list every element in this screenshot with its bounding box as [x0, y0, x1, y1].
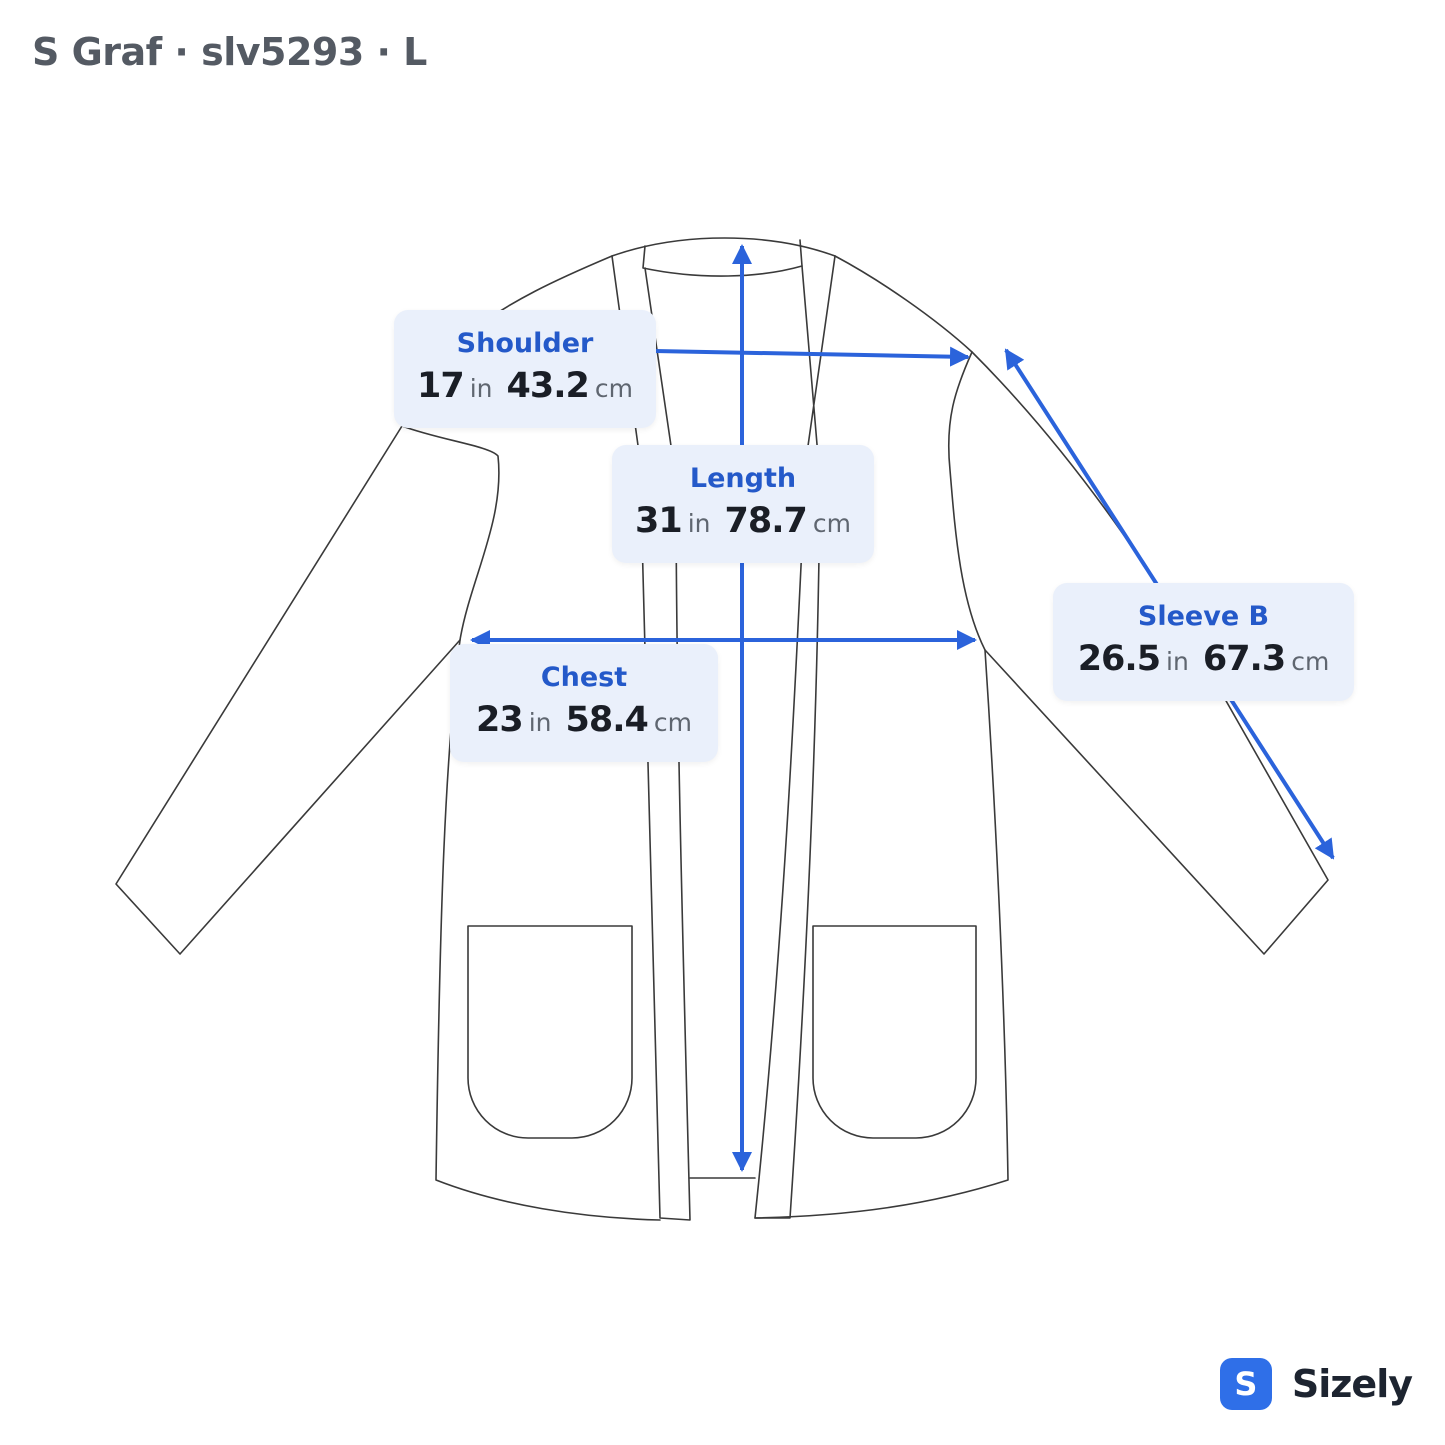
- inch-unit: in: [1166, 647, 1189, 676]
- shoulder-arrow: [654, 346, 970, 367]
- left-pocket: [467, 925, 633, 1139]
- length-inches: 31: [635, 501, 683, 541]
- collar-outline: [611, 237, 836, 257]
- cm-unit: cm: [1291, 647, 1330, 676]
- shoulder-label-name: Shoulder: [456, 328, 594, 359]
- right-pocket: [812, 925, 977, 1139]
- chest-inches: 23: [476, 700, 524, 740]
- page-title: S Graf · slv5293 · L: [32, 30, 427, 74]
- inch-unit: in: [528, 708, 552, 737]
- sleeve-cm: 67.3: [1202, 639, 1286, 679]
- cm-unit: cm: [653, 708, 692, 737]
- shoulder-inches: 17: [417, 366, 465, 406]
- cm-unit: cm: [812, 509, 851, 538]
- brand-name: Sizely: [1291, 1362, 1413, 1406]
- shoulder-cm: 43.2: [506, 366, 590, 406]
- brand-logo: S Sizely: [1219, 1358, 1413, 1410]
- inch-unit: in: [687, 509, 711, 538]
- sleeve-label-name: Sleeve B: [1137, 601, 1270, 632]
- length-label-name: Length: [689, 463, 797, 494]
- cm-unit: cm: [594, 374, 633, 403]
- inner-neck-outline: [642, 239, 803, 277]
- chest-cm: 58.4: [565, 700, 649, 740]
- right-placket-outline: [754, 255, 836, 1219]
- left-sleeve-outline: [115, 425, 461, 955]
- chest-label-name: Chest: [540, 662, 628, 693]
- length-cm: 78.7: [724, 501, 808, 541]
- sleeve-inches: 26.5: [1077, 639, 1161, 679]
- inch-unit: in: [469, 374, 493, 403]
- sizely-logo-icon: S: [1219, 1358, 1272, 1410]
